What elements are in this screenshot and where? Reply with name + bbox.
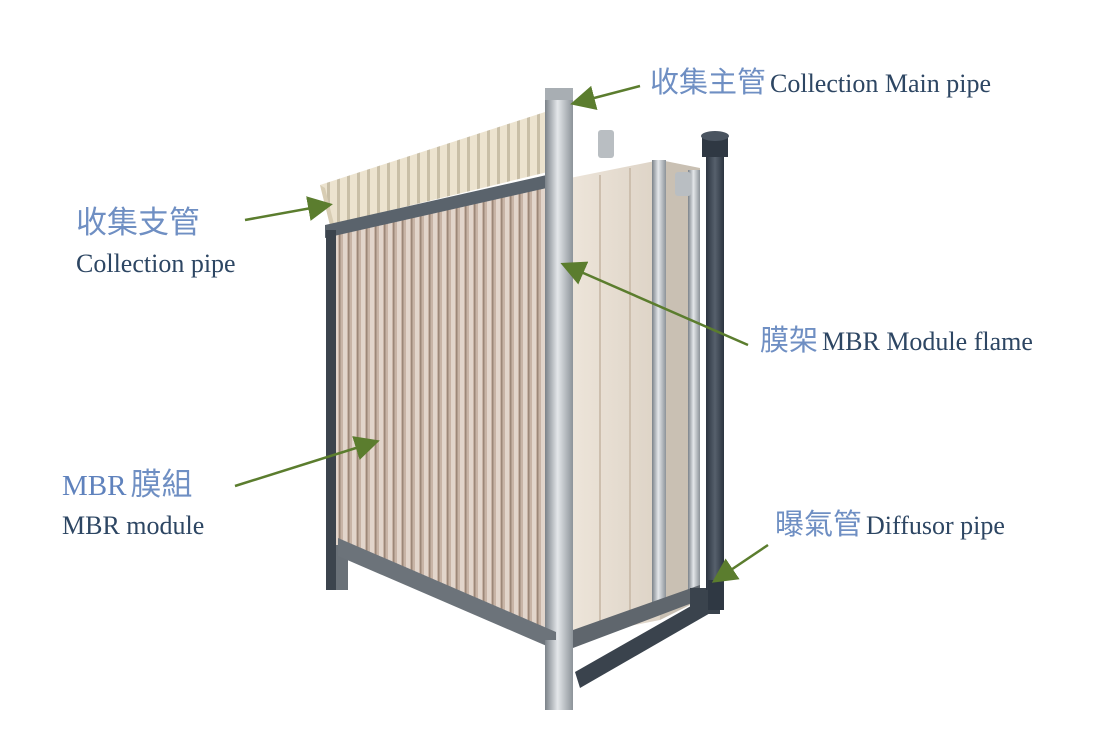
label-diffusor-pipe: 曝氣管 Diffusor pipe: [775, 510, 1005, 539]
label-main-pipe-zh: 收集主管: [650, 65, 767, 99]
label-module-prefix: MBR: [62, 470, 127, 502]
label-diffuser-zh: 曝氣管: [775, 507, 863, 541]
leader-frame: [560, 261, 749, 347]
label-main-pipe-en: Collection Main pipe: [770, 69, 991, 98]
leader-module: [234, 436, 380, 488]
leader-main-pipe: [570, 84, 641, 111]
label-diffuser-en: Diffusor pipe: [866, 511, 1005, 540]
label-module-frame: 膜架 MBR Module flame: [760, 326, 1033, 355]
leader-diffuser: [711, 543, 769, 583]
label-branch-pipe-zh: 收集支管: [76, 205, 200, 241]
label-collection-pipe: 收集支管 Collection pipe: [76, 208, 236, 277]
label-mbr-module: MBR 膜組 MBR module: [62, 470, 204, 539]
label-branch-pipe-en: Collection pipe: [76, 249, 236, 278]
label-frame-en: MBR Module flame: [822, 327, 1033, 356]
leader-branch-pipe: [244, 196, 333, 222]
label-frame-zh: 膜架: [760, 323, 819, 357]
label-module-en: MBR module: [62, 511, 205, 540]
label-collection-main-pipe: 收集主管 Collection Main pipe: [650, 68, 991, 97]
label-module-zh: 膜組: [130, 467, 193, 503]
